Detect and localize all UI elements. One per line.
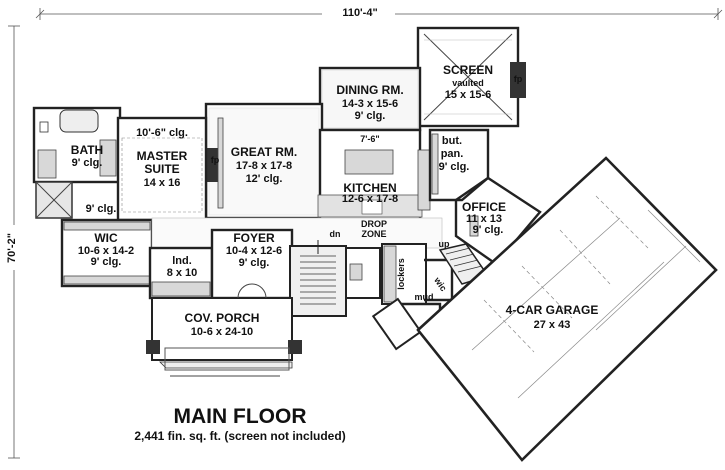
dining-clg: 9' clg. [355,110,386,122]
office-clg: 9' clg. [473,224,504,236]
plan-subtitle: 2,441 fin. sq. ft. (screen not included) [134,429,346,443]
great-room-size: 17-8 x 17-8 [236,160,292,172]
master-suite-room [116,116,208,222]
great-room-fireplace-block [206,148,218,182]
powder-room [345,247,381,299]
master-size: 14 x 16 [144,177,181,189]
bath-name: BATH [71,143,103,157]
screen-fireplace-block [510,62,526,98]
wic-clg: 9' clg. [91,256,122,268]
screen-porch-vault-lines [423,33,513,121]
garage-size: 27 x 43 [534,319,571,331]
dining-room [318,66,422,132]
drop-zone-line1: DROP [361,219,387,229]
screen-fp-label: fp [514,74,523,84]
front-door [237,283,267,299]
width-dimension-line [35,8,723,20]
butler-pantry-clg: 9' clg. [439,161,470,173]
stair-down-label: dn [330,229,341,239]
laundry-size: 8 x 10 [167,267,198,279]
screen-name: SCREEN [443,63,493,77]
garage-stair [438,243,490,285]
dining-name: DINING RM. [336,83,403,97]
screen-note: vaulted [452,78,484,88]
wic-room [60,218,154,288]
depth-dimension-line [8,25,20,459]
main-stair [289,240,347,317]
kitchen-size: 12-6 x 17-8 [342,193,398,205]
foyer-room [210,228,294,300]
office-size: 11 x 13 [466,213,502,225]
office-name: OFFICE [462,200,506,214]
foyer-name: FOYER [233,231,275,245]
kitchen-island [344,149,394,175]
small-wic-label: wic [432,275,449,293]
drop-zone-line2: ZONE [361,229,386,239]
porch-name: COV. PORCH [185,311,260,325]
kitchen-island-dim: 7'-6" [360,134,379,144]
shower [35,181,73,219]
butler-pantry-line2: pan. [441,148,464,160]
garage-name: 4-CAR GARAGE [506,303,599,317]
kitchen-name: KITCHEN [343,181,396,195]
porch-size: 10-6 x 24-10 [191,326,253,338]
foyer-size: 10-4 x 12-6 [226,245,282,257]
bath-clg: 9' clg. [72,157,103,169]
stair-up-label: up [439,239,450,249]
master-clg-note: 10'-6" clg. [136,127,188,139]
master-name-line1: MASTER [137,149,188,163]
plan-title: MAIN FLOOR [173,405,307,428]
bath-room [32,106,122,184]
great-room-fp-label: fp [211,155,220,165]
overall-width-label: 110'-4" [342,7,377,19]
laundry-name: lnd. [172,255,192,267]
butler-pantry-room [428,128,490,202]
screen-size: 15 x 15-6 [445,89,491,101]
hall-clg: 9' clg. [86,203,117,215]
mudroom-block [371,243,454,351]
wic-size: 10-6 x 14-2 [78,245,134,257]
screen-porch-room [416,26,526,128]
great-room [204,102,324,220]
foyer-clg: 9' clg. [239,257,270,269]
overall-depth-label: 70'-2" [6,233,18,263]
great-room-name: GREAT RM. [231,145,297,159]
master-name-line2: SUITE [144,162,179,176]
lockers-label: lockers [396,258,406,290]
covered-porch [146,297,302,377]
wic-name: WIC [94,231,118,245]
mud-label: mud [415,292,434,302]
butler-pantry-line1: but. [442,135,462,147]
bathtub [59,109,99,133]
garage-room [416,156,718,462]
dining-size: 14-3 x 15-6 [342,98,398,110]
great-room-clg: 12' clg. [246,173,283,185]
